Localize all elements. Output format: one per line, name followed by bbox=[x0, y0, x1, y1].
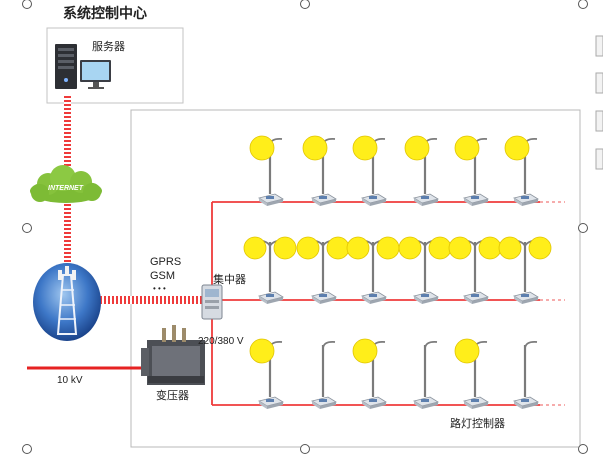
server-label: 服务器 bbox=[92, 40, 125, 53]
side-button-4[interactable] bbox=[595, 148, 603, 170]
handle-bottom-right[interactable] bbox=[578, 444, 588, 454]
voltage-high-label: 10 kV bbox=[57, 375, 83, 386]
lamp-glow bbox=[249, 135, 275, 161]
lamp-controller-icon bbox=[257, 291, 285, 304]
lamp-controller-icon bbox=[360, 396, 388, 409]
side-toolbar bbox=[595, 35, 603, 170]
monitor-icon bbox=[80, 60, 111, 89]
streetlight-icon bbox=[412, 340, 440, 409]
concentrator-icon bbox=[201, 284, 223, 320]
streetlight-icon bbox=[454, 338, 490, 409]
handle-bottom-middle[interactable] bbox=[300, 444, 310, 454]
streetlight-arm bbox=[524, 340, 538, 350]
streetlight-icon bbox=[448, 236, 502, 304]
streetlight-arm bbox=[424, 340, 438, 350]
streetlight-icon bbox=[243, 236, 297, 304]
streetlight-icon bbox=[404, 135, 440, 206]
lamp-controller-icon bbox=[462, 396, 490, 409]
streetlight-icon bbox=[454, 135, 490, 206]
side-button-2[interactable] bbox=[595, 72, 603, 94]
cell-tower-icon bbox=[33, 263, 101, 341]
handle-middle-right[interactable] bbox=[578, 223, 588, 233]
streetlight-arm bbox=[322, 340, 336, 350]
transformer-label: 变压器 bbox=[156, 388, 189, 402]
streetlight-icon bbox=[296, 236, 350, 304]
lamp-controller-icon bbox=[412, 396, 440, 409]
lamp-controller-icon bbox=[412, 291, 440, 304]
streetlight-icon bbox=[504, 135, 540, 206]
dots-label: • • • bbox=[153, 284, 166, 293]
lamp-glow-right bbox=[273, 236, 297, 260]
lamp-controller-icon bbox=[310, 291, 338, 304]
internet-label: INTERNET bbox=[48, 185, 84, 192]
field-boundary bbox=[130, 109, 581, 448]
server-icon bbox=[55, 44, 77, 89]
lamp-glow bbox=[454, 338, 480, 364]
lamp-controller-icon bbox=[412, 193, 440, 206]
lamp-glow bbox=[504, 135, 530, 161]
lamp-controller-icon bbox=[462, 193, 490, 206]
streetlight-grid bbox=[243, 135, 552, 409]
lamp-controller-icon bbox=[257, 396, 285, 409]
lamp-glow-left bbox=[346, 236, 370, 260]
concentrator-label: 集中器 bbox=[213, 272, 246, 286]
transformer-icon bbox=[141, 325, 205, 385]
lamp-glow-left bbox=[296, 236, 320, 260]
streetlight-icon bbox=[346, 236, 400, 304]
handle-top-right[interactable] bbox=[578, 0, 588, 9]
lamp-glow-right bbox=[528, 236, 552, 260]
side-button-1[interactable] bbox=[595, 35, 603, 57]
gprs-label: GPRS bbox=[150, 256, 181, 268]
lamp-glow-left bbox=[448, 236, 472, 260]
streetlight-icon bbox=[398, 236, 452, 304]
voltage-low-label: 220/380 V bbox=[198, 336, 244, 347]
streetlight-icon bbox=[498, 236, 552, 304]
lamp-controller-icon bbox=[360, 291, 388, 304]
handle-middle-left[interactable] bbox=[22, 223, 32, 233]
lamp-glow-right bbox=[326, 236, 350, 260]
lamp-glow-right bbox=[428, 236, 452, 260]
tower-concentrator-link bbox=[100, 296, 202, 304]
handle-top-left[interactable] bbox=[22, 0, 32, 9]
lamp-glow-left bbox=[498, 236, 522, 260]
streetlight-icon bbox=[302, 135, 338, 206]
streetlight-icon bbox=[249, 338, 285, 409]
title-label: 系统控制中心 bbox=[63, 5, 147, 21]
cloud-icon bbox=[30, 165, 102, 203]
lamp-glow bbox=[454, 135, 480, 161]
lamp-controller-icon bbox=[462, 291, 490, 304]
lamp-glow-left bbox=[398, 236, 422, 260]
side-button-3[interactable] bbox=[595, 110, 603, 132]
lamp-glow-right bbox=[478, 236, 502, 260]
handle-top-middle[interactable] bbox=[300, 0, 310, 9]
streetlight-icon bbox=[352, 135, 388, 206]
lamp-controller-icon bbox=[512, 396, 540, 409]
streetlight-icon bbox=[310, 340, 338, 409]
lamp-controller-icon bbox=[310, 193, 338, 206]
lamp-controller-icon bbox=[257, 193, 285, 206]
lamp-controller-icon bbox=[512, 291, 540, 304]
streetlight-icon bbox=[512, 340, 540, 409]
lamp-glow bbox=[302, 135, 328, 161]
lamp-glow bbox=[249, 338, 275, 364]
lamp-controller-label: 路灯控制器 bbox=[450, 416, 505, 430]
lamp-controller-icon bbox=[512, 193, 540, 206]
lamp-glow bbox=[352, 338, 378, 364]
lamp-glow-left bbox=[243, 236, 267, 260]
streetlight-icon bbox=[352, 338, 388, 409]
lamp-glow-right bbox=[376, 236, 400, 260]
handle-bottom-left[interactable] bbox=[22, 444, 32, 454]
gsm-label: GSM bbox=[150, 270, 175, 282]
lamp-controller-icon bbox=[310, 396, 338, 409]
selection-handles bbox=[22, 0, 588, 454]
lamp-glow bbox=[352, 135, 378, 161]
lamp-glow bbox=[404, 135, 430, 161]
lamp-controller-icon bbox=[360, 193, 388, 206]
streetlight-icon bbox=[249, 135, 285, 206]
